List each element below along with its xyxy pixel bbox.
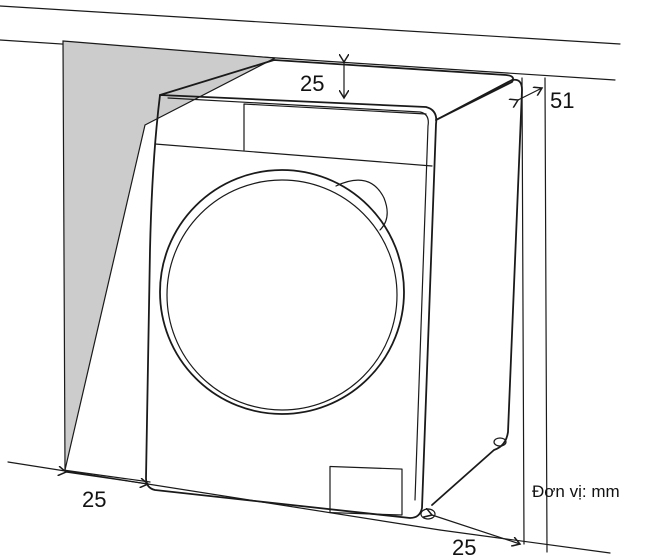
rear-clearance-arrow: [518, 88, 542, 100]
left-clearance-label: 25: [82, 487, 106, 512]
right-clearance-label: 25: [452, 535, 476, 560]
door-outer: [159, 169, 405, 415]
filter-cover: [329, 465, 403, 516]
washer-top: [159, 59, 515, 121]
left-clearance-arrow: [66, 472, 148, 484]
dimension-arrows: [66, 62, 542, 544]
washer-side-panel: [431, 78, 523, 506]
washing-machine: [145, 59, 523, 520]
unit-note: Đơn vị: mm: [532, 482, 620, 501]
top-clearance-label: 25: [300, 71, 324, 96]
washer-front-inner: [167, 97, 429, 501]
control-panel-line: [154, 143, 433, 167]
door-hinge: [335, 179, 388, 231]
washer-foot-front: [420, 508, 436, 520]
rear-clearance-label: 51: [550, 88, 574, 113]
right-clearance-arrow: [432, 515, 520, 544]
washer-front: [145, 94, 438, 519]
right-cabinet-edge: [521, 77, 548, 553]
left-wall: [62, 40, 278, 471]
control-display: [243, 103, 427, 151]
door-inner: [166, 179, 398, 411]
washer-foot-rear: [493, 437, 507, 447]
